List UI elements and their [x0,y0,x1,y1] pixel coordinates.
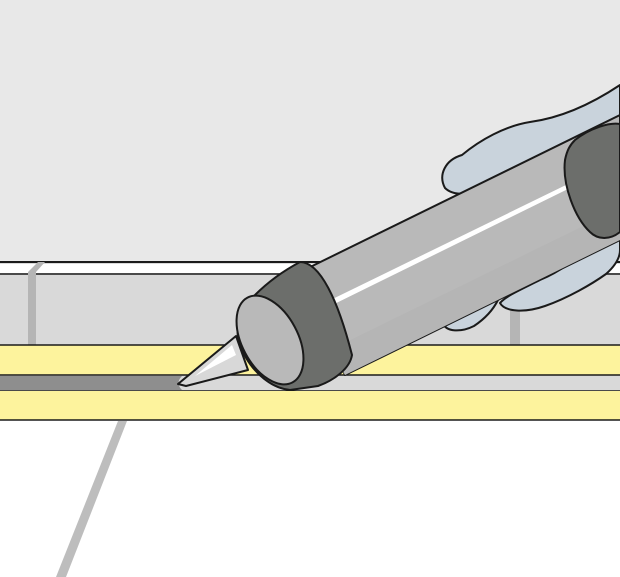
nozzle-highlight [195,345,236,376]
tube-rear-rim [563,122,620,239]
tube-highlight [310,184,570,315]
caulking-gun-icon [177,114,620,391]
trim-joint-left [28,262,45,345]
tube-shade [330,208,620,375]
sealant-bead [0,376,182,390]
tube-front-face [235,294,305,386]
floor-board-line [56,421,127,577]
trim-joint-right [510,300,520,345]
masking-tape-lower [0,391,620,420]
floor [0,421,620,577]
